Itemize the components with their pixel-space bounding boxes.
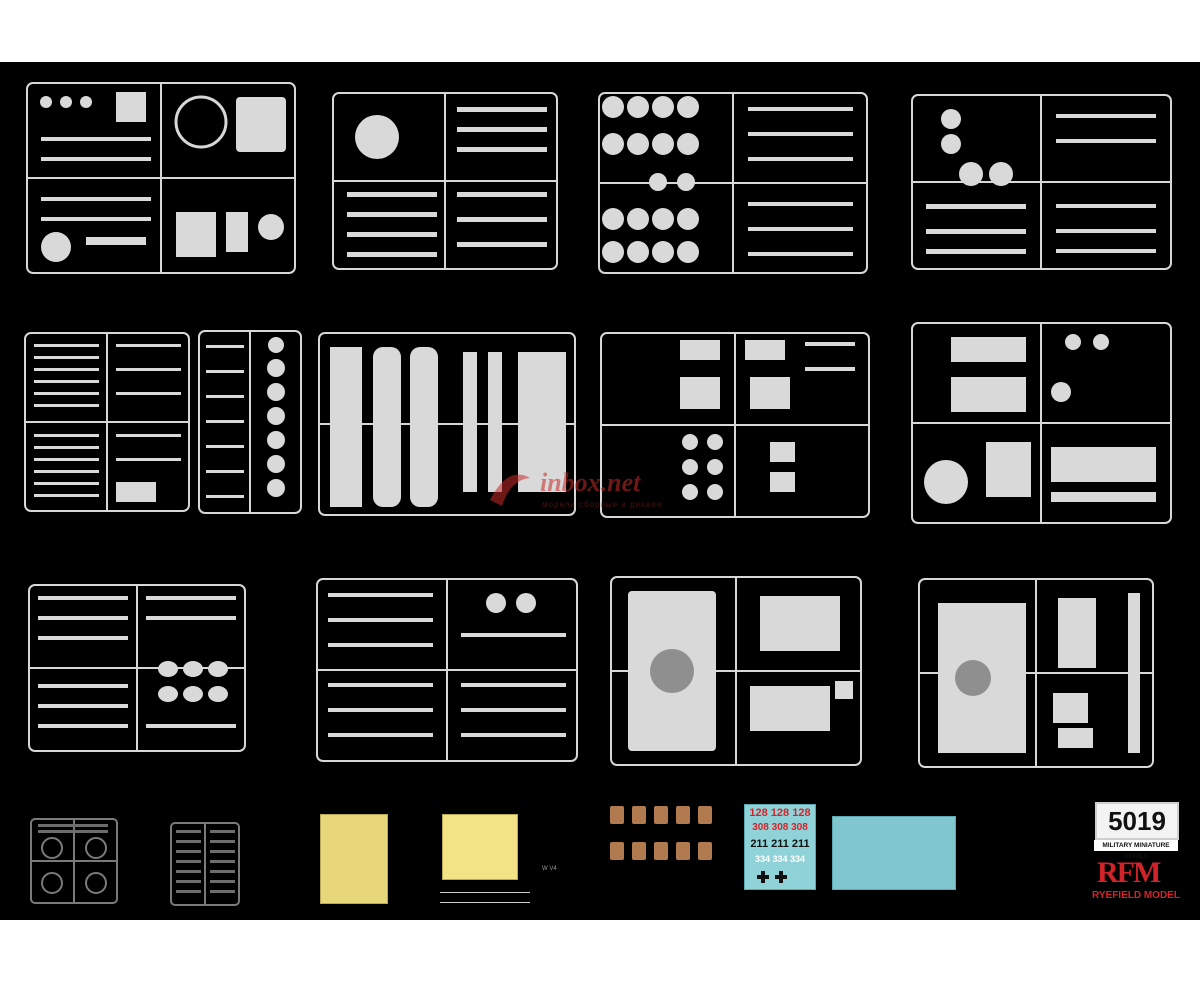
clear-sprue — [30, 818, 118, 904]
decal-row-308: 308 308 308 — [752, 822, 808, 833]
decal-row-334: 334 334 334 — [754, 854, 806, 864]
track-links — [610, 806, 718, 862]
sprue-frame — [911, 322, 1172, 524]
watermark-logo-icon — [490, 474, 530, 506]
decal-row-211: 211 211 211 — [750, 838, 810, 850]
brand-logo: RFM — [1097, 856, 1161, 889]
watermark-subtext: модели сборные и декали — [542, 500, 663, 509]
photo-etch-fret — [320, 814, 388, 904]
part-label: W V4 — [542, 866, 557, 872]
sprue-frame — [318, 332, 576, 516]
clear-sprue — [170, 822, 240, 906]
watermark: inbox.net модели сборные и декали — [480, 460, 740, 530]
box-number: 5019 — [1095, 802, 1179, 840]
sprue-frame — [600, 332, 870, 518]
sprue-frame — [911, 94, 1172, 270]
sprue-frame — [332, 92, 558, 270]
metal-wire — [440, 892, 530, 893]
watermark-text: inbox.net — [540, 468, 641, 497]
brand-name: RYEFIELD MODEL — [1092, 890, 1180, 901]
decal-sheet-numbers: 128 128 128 308 308 308 211 211 211 334 … — [744, 804, 816, 890]
sprue-frame — [28, 584, 246, 752]
balkenkreuz-icon — [757, 871, 769, 883]
sprue-frame — [610, 576, 862, 766]
sprue-frame — [918, 578, 1154, 768]
metal-wire — [440, 902, 530, 903]
balkenkreuz-icon — [775, 871, 787, 883]
sprue-frame — [24, 332, 190, 512]
sprue-frame — [26, 82, 296, 274]
decal-row-128: 128 128 128 — [749, 807, 811, 819]
sprue-frame — [316, 578, 578, 762]
sprue-frame — [598, 92, 868, 274]
decal-sheet-markings — [832, 816, 956, 890]
series-label: MILITARY MINIATURE SERIES — [1094, 840, 1178, 860]
photo-etch-fret — [442, 814, 518, 880]
sprue-frame — [198, 330, 302, 514]
